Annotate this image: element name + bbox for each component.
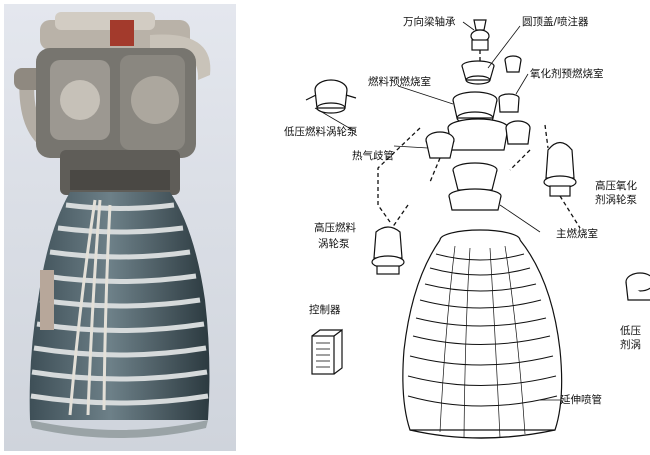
label-fuel-preburner: 燃料预燃烧室 [368,76,431,88]
engine-photo-nozzle [29,192,210,438]
hp-oxidizer-turbopump-part [543,141,577,197]
dome-injector-part [461,55,522,85]
label-hp-fuel-turbopump-2: 涡轮泵 [318,238,350,250]
label-lp-oxidizer-turbopump-1: 低压 [620,325,641,337]
main-chamber-part [448,162,502,211]
nozzle-extension-part [402,229,563,439]
label-hp-fuel-turbopump-1: 高压燃料 [314,222,356,234]
label-hp-oxidizer-turbopump-1: 高压氧化 [595,180,637,192]
label-hp-oxidizer-turbopump-2: 剂涡轮泵 [595,194,637,206]
engine-powerhead [14,12,211,195]
label-hot-gas-manifold: 热气歧管 [352,150,394,162]
hp-fuel-turbopump-part [371,226,405,275]
hot-gas-manifold-part [425,118,531,159]
label-gimbal-bearing: 万向梁轴承 [403,16,456,28]
lp-fuel-turbopump-part [305,79,357,114]
oxidizer-preburner-part [498,93,520,113]
label-oxidizer-preburner: 氧化剂预燃烧室 [530,68,604,80]
label-nozzle-extension: 延伸喷管 [560,394,602,406]
gimbal-bearing-part [470,19,490,51]
lp-oxidizer-turbopump-part [625,272,650,301]
controller-part [311,328,343,375]
label-lp-oxidizer-turbopump-2: 剂涡 [620,339,641,351]
fuel-preburner-part [452,91,498,125]
label-controller: 控制器 [309,304,341,316]
label-main-chamber: 主燃烧室 [556,228,598,240]
label-lp-fuel-turbopump: 低压燃料涡轮泵 [284,126,358,138]
label-dome-injector: 圆顶盖/喷注器 [522,16,589,28]
assembly-dashed-lines [377,50,581,229]
leader-lines [314,21,560,401]
